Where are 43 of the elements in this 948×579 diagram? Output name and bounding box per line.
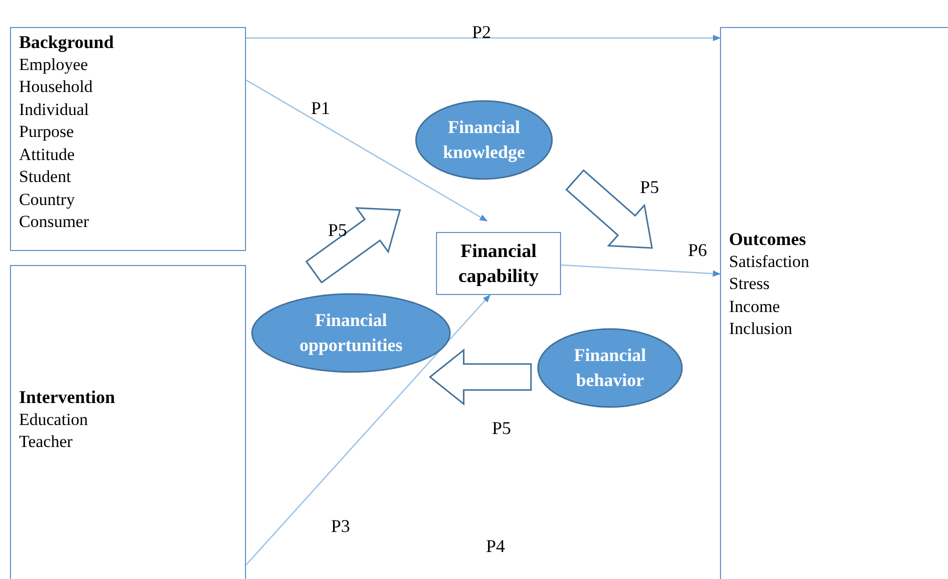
box-heading: Intervention [19,386,116,408]
box-heading: Background [19,31,115,54]
list-item: Attitude [19,144,76,166]
list-item: Stress [729,273,771,295]
list-item: Consumer [19,211,90,233]
node-label: Financial behavior [572,344,647,392]
arrow [560,264,721,277]
edge-label: P6 [688,240,708,261]
edge-label: P1 [311,98,330,119]
node-label: Financial capability [457,240,540,288]
edge-label: P5 [640,177,660,198]
list-item: Teacher [19,431,74,453]
list-item: Employee [19,54,89,76]
edge-label: P2 [472,22,492,43]
block-arrow [305,207,401,284]
node-label: Financial knowledge [442,116,526,164]
category-box [10,27,246,251]
edge-label: P5 [492,418,512,439]
arrow [246,34,721,42]
list-item: Household [19,76,94,98]
edge-label: P3 [331,516,350,537]
list-item: Satisfaction [729,250,810,272]
list-item: Individual [19,98,90,120]
node-label: Financial opportunities [298,309,404,357]
ellipse-node [415,100,553,180]
arrow [246,79,488,222]
list-item: Student [19,166,72,188]
list-item: Inclusion [729,318,794,340]
list-item: Country [19,188,76,211]
ellipse-node [537,328,683,408]
block-arrow [565,169,653,249]
category-box [720,27,948,579]
arrow [246,294,491,566]
list-item: Purpose [19,121,75,143]
ellipse-node [251,293,451,373]
list-item: Education [19,408,89,430]
block-arrow [428,348,532,406]
path-label: P4 [486,536,506,557]
list-item: Income [729,296,781,318]
box-heading: Outcomes [729,228,807,250]
category-box [10,265,246,579]
edge-label: P5 [328,220,348,241]
process-box [436,232,561,295]
